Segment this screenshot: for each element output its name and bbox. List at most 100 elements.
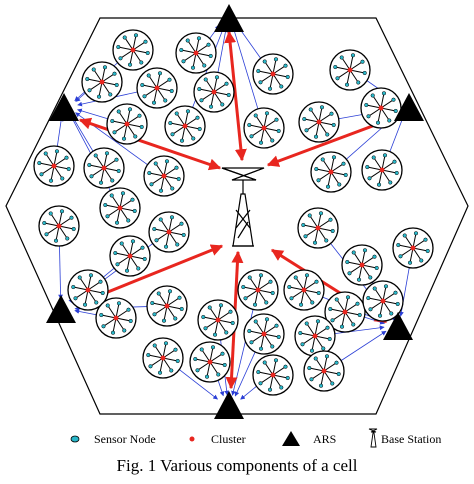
sensor-node [203, 326, 208, 331]
cluster [142, 337, 184, 379]
sensor-node [362, 70, 367, 76]
sensor-node [392, 159, 397, 164]
sensor-node [69, 215, 74, 220]
sensor-node [119, 241, 124, 246]
sensor-node [216, 372, 221, 377]
sensor-node [372, 254, 377, 259]
sensor-node [130, 239, 136, 244]
sensor-node [325, 132, 330, 137]
sensor-node [113, 250, 118, 256]
sensor-node [270, 290, 275, 296]
sensor-node [316, 290, 321, 296]
cluster-head [164, 303, 170, 309]
sensor-node [157, 370, 163, 375]
cluster-link-arrow [58, 245, 63, 300]
cluster-head [127, 253, 133, 259]
sensor-node [258, 346, 264, 351]
sensor-node [44, 232, 49, 237]
sensor-node [226, 92, 231, 98]
sensor-node [368, 275, 373, 280]
sensor-node [127, 107, 133, 112]
sensor-node [207, 305, 212, 310]
cluster-head [99, 79, 105, 85]
sensor-node [150, 300, 155, 306]
sensor-node [371, 155, 376, 160]
sensor-node [253, 113, 258, 118]
sensor-node [313, 134, 319, 139]
sensor-node [136, 266, 141, 271]
sensor-node [143, 39, 148, 44]
sensor-node [152, 226, 157, 232]
sensor-node [365, 164, 370, 170]
sensor-node [303, 234, 308, 239]
cluster [310, 151, 352, 193]
cell-boundary [5, 17, 469, 415]
sensor-node [351, 322, 356, 327]
cluster-head [51, 163, 57, 169]
cluster-head [321, 368, 327, 374]
sensor-node [377, 313, 383, 318]
sensor-node [105, 303, 110, 308]
sensor-node [312, 240, 318, 245]
sensor-node [195, 115, 200, 120]
sensor-node [258, 80, 263, 85]
sensor-node [39, 172, 44, 177]
sensor-node [344, 82, 350, 87]
cluster-head [380, 298, 386, 304]
cluster-head [182, 123, 188, 129]
sensor-node [283, 364, 288, 369]
sensor-node [325, 325, 330, 330]
sensor-node [262, 59, 267, 64]
sensor-node [158, 217, 163, 222]
cluster [283, 269, 325, 311]
sensor-node [253, 319, 258, 324]
sensor-node [309, 348, 315, 353]
cluster-head [85, 287, 91, 293]
cluster [252, 354, 294, 396]
sensor-node [321, 346, 326, 351]
legend-cluster: Cluster [211, 432, 246, 446]
sensor-node [279, 84, 284, 89]
cluster-link-arrow [75, 92, 86, 102]
sensor-node [170, 132, 175, 137]
sensor-node [102, 65, 108, 70]
cluster-head [270, 71, 276, 77]
cluster [294, 315, 336, 357]
sensor-node [133, 33, 139, 38]
sensor-node [116, 44, 121, 50]
sensor-node [335, 76, 340, 81]
sensor-node [241, 284, 246, 290]
sensor-node [149, 182, 154, 187]
cluster-head [161, 173, 167, 179]
sensor-node [191, 136, 196, 141]
sensor-node [339, 55, 344, 60]
cluster-head [56, 223, 62, 229]
cluster [164, 105, 206, 147]
sensor-node [53, 238, 59, 243]
cluster-head [359, 262, 365, 268]
sensor-node [139, 60, 144, 65]
cluster-head [347, 67, 353, 73]
cluster [252, 53, 294, 95]
sensor-node [105, 214, 110, 219]
sensor-node [224, 81, 229, 86]
sensor-node [276, 334, 281, 340]
sensor-node [59, 209, 65, 214]
sensor-node [96, 94, 102, 99]
sensor-node [100, 290, 105, 296]
sensor-node [108, 92, 113, 97]
sensor-node [355, 301, 360, 306]
sensor-node [298, 302, 304, 307]
sensor-node [357, 312, 362, 318]
sensor-node [370, 93, 375, 98]
ars-triangle [46, 295, 76, 323]
sensor-node [116, 168, 121, 174]
cluster-head [154, 85, 160, 91]
sensor-node [212, 332, 218, 337]
sensor-node [331, 122, 336, 128]
sensor-node [366, 295, 371, 301]
sensor-node [146, 73, 151, 78]
sensor-node [330, 318, 335, 323]
sensor-node [273, 358, 279, 363]
